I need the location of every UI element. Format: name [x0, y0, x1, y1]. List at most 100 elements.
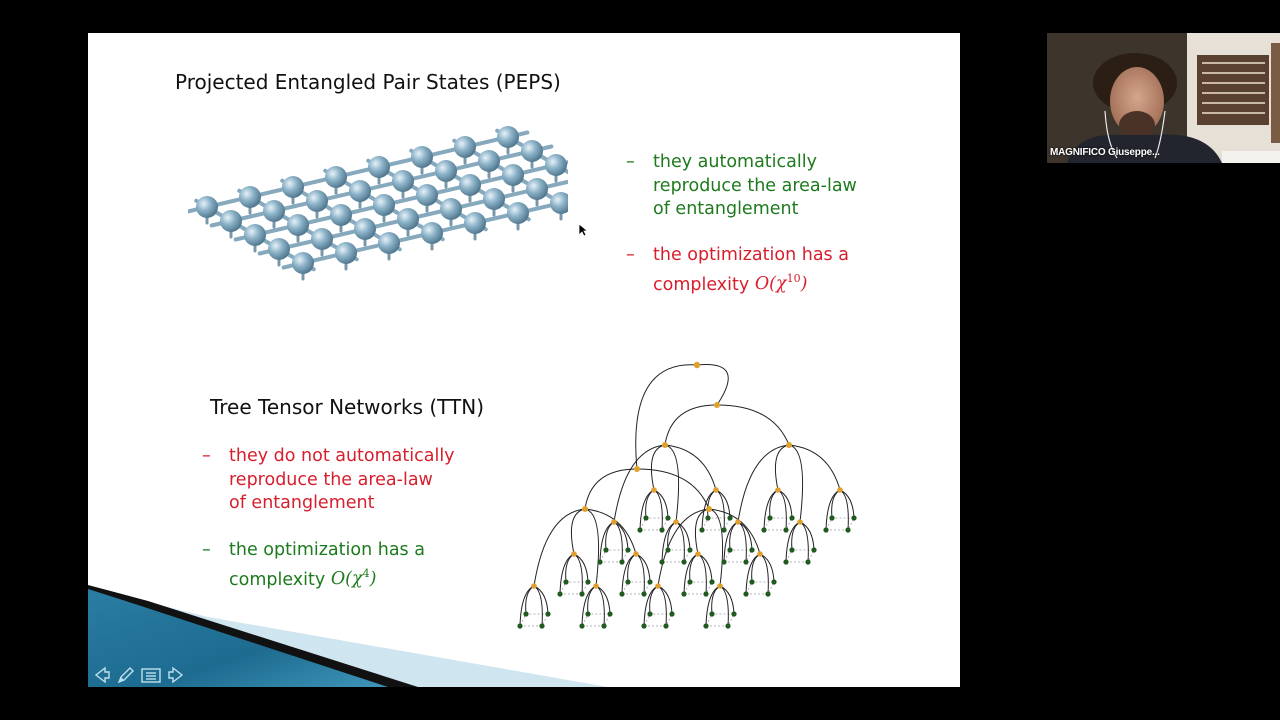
- ttn-leaf-node: [659, 527, 665, 533]
- ttn-leaf-node: [681, 559, 687, 565]
- ttn-leaf-node: [687, 547, 693, 553]
- ttn-leaf-node: [765, 591, 771, 597]
- ttn-bond: [664, 404, 718, 446]
- ttn-inner-node: [593, 583, 599, 589]
- peps-tensor-node: [483, 188, 505, 210]
- ttn-bond: [791, 521, 801, 551]
- ttn-leaf-node: [545, 611, 551, 617]
- ttn-lattice-plaquette: [683, 581, 713, 595]
- ttn-leaf-node: [749, 579, 755, 585]
- ttn-leaf-node: [805, 559, 811, 565]
- ttn-leaf-node: [721, 527, 727, 533]
- ttn-bond: [661, 521, 677, 563]
- peps-tensor-node: [282, 176, 304, 198]
- ttn-bond: [683, 553, 699, 595]
- ttn-leaf-node: [579, 623, 585, 629]
- ttn-leaf-node: [709, 579, 715, 585]
- bullet-prefix: complexity: [229, 569, 331, 590]
- ttn-leaf-node: [789, 547, 795, 553]
- ttn-leaf-node: [749, 547, 755, 553]
- ttn-leaf-node: [597, 559, 603, 565]
- pen-icon[interactable]: [116, 665, 136, 685]
- complexity-formula: O(χ10): [754, 272, 808, 295]
- peps-tensor-node: [373, 194, 395, 216]
- peps-tensor-node: [292, 252, 314, 274]
- peps-tensor-node: [268, 238, 290, 260]
- bullet-dash: –: [626, 152, 635, 172]
- ttn-lattice-plaquette: [701, 517, 731, 531]
- peps-tensor-node: [239, 186, 261, 208]
- ttn-inner-node: [797, 519, 803, 525]
- ttn-inner-node: [713, 487, 719, 493]
- peps-tensor-node: [306, 190, 328, 212]
- peps-tensor-node: [325, 166, 347, 188]
- ttn-lattice-plaquette: [825, 517, 855, 531]
- ttn-leaf-node: [789, 515, 795, 521]
- bullet-dash: –: [626, 245, 635, 265]
- ttn-inner-node: [571, 551, 577, 557]
- ttn-bond: [651, 444, 666, 491]
- ttn-inner-node: [786, 442, 792, 448]
- peps-tensor-node: [287, 214, 309, 236]
- ttn-leaf-node: [687, 579, 693, 585]
- bullet-line: the optimization has a: [229, 540, 425, 560]
- next-arrow-icon[interactable]: [166, 665, 186, 685]
- peps-tensor-node: [526, 178, 548, 200]
- ttn-leaf-node: [585, 611, 591, 617]
- ttn-root-node: [693, 361, 701, 369]
- ttn-bond: [788, 444, 841, 491]
- peps-tensor-node: [478, 150, 500, 172]
- peps-tensor-node: [440, 198, 462, 220]
- ttn-leaf-node: [585, 579, 591, 585]
- ttn-leaf-node: [783, 559, 789, 565]
- ttn-leaf-node: [727, 547, 733, 553]
- ttn-leaf-node: [641, 623, 647, 629]
- ttn-inner-node: [634, 466, 640, 472]
- peps-tensor-node: [196, 196, 218, 218]
- ttn-inner-node: [582, 506, 588, 512]
- ttn-lattice-plaquette: [559, 581, 589, 595]
- ttn-bond: [664, 444, 680, 523]
- ttn-leaf-node: [767, 515, 773, 521]
- peps-lattice-diagram: [188, 126, 568, 281]
- ttn-bond: [635, 364, 698, 470]
- ttn-leaf-node: [699, 527, 705, 533]
- menu-icon[interactable]: [140, 665, 162, 685]
- bullet-line: reproduce the area-law: [229, 469, 433, 490]
- ttn-bond: [705, 585, 721, 627]
- ttn-inner-node: [662, 442, 668, 448]
- peps-tensor-node: [263, 200, 285, 222]
- ttn-tree-diagram: [517, 361, 857, 629]
- ttn-lattice-plaquette: [599, 549, 629, 563]
- prev-arrow-icon[interactable]: [92, 665, 112, 685]
- peps-tensor-node: [335, 242, 357, 264]
- ttn-leaf-node: [731, 611, 737, 617]
- ttn-leaf-node: [517, 623, 523, 629]
- ttn-bond: [831, 489, 841, 519]
- ttn-bond: [729, 521, 739, 551]
- ttn-lattice-plaquette: [621, 581, 651, 595]
- ttn-bond: [621, 553, 637, 595]
- ttn-lattice-plaquette: [519, 613, 549, 627]
- peps-tensor-node: [392, 170, 414, 192]
- ttn-leaf-node: [845, 527, 851, 533]
- ttn-bond: [723, 521, 739, 563]
- participant-video-tile[interactable]: MAGNIFICO Giuseppe...: [1047, 33, 1280, 163]
- peps-tensor-node: [464, 212, 486, 234]
- ttn-leaf-node: [771, 579, 777, 585]
- ttn-bond: [599, 521, 615, 563]
- ttn-leaf-node: [625, 579, 631, 585]
- ttn-bond: [645, 489, 655, 519]
- ttn-bond: [737, 444, 790, 523]
- peps-tensor-node: [349, 180, 371, 202]
- peps-tensor-node: [507, 202, 529, 224]
- ttn-lattice-plaquette: [785, 549, 815, 563]
- ttn-title: Tree Tensor Networks (TTN): [210, 395, 484, 419]
- participant-name-label: MAGNIFICO Giuseppe...: [1050, 147, 1160, 158]
- peps-tensor-node: [545, 154, 567, 176]
- ttn-leaf-node: [643, 515, 649, 521]
- ttn-leaf-node: [669, 611, 675, 617]
- ttn-bullet-complexity: – the optimization has a complexity O(χ4…: [202, 539, 502, 589]
- complexity-exponent: 4: [362, 567, 370, 581]
- ttn-leaf-node: [703, 591, 709, 597]
